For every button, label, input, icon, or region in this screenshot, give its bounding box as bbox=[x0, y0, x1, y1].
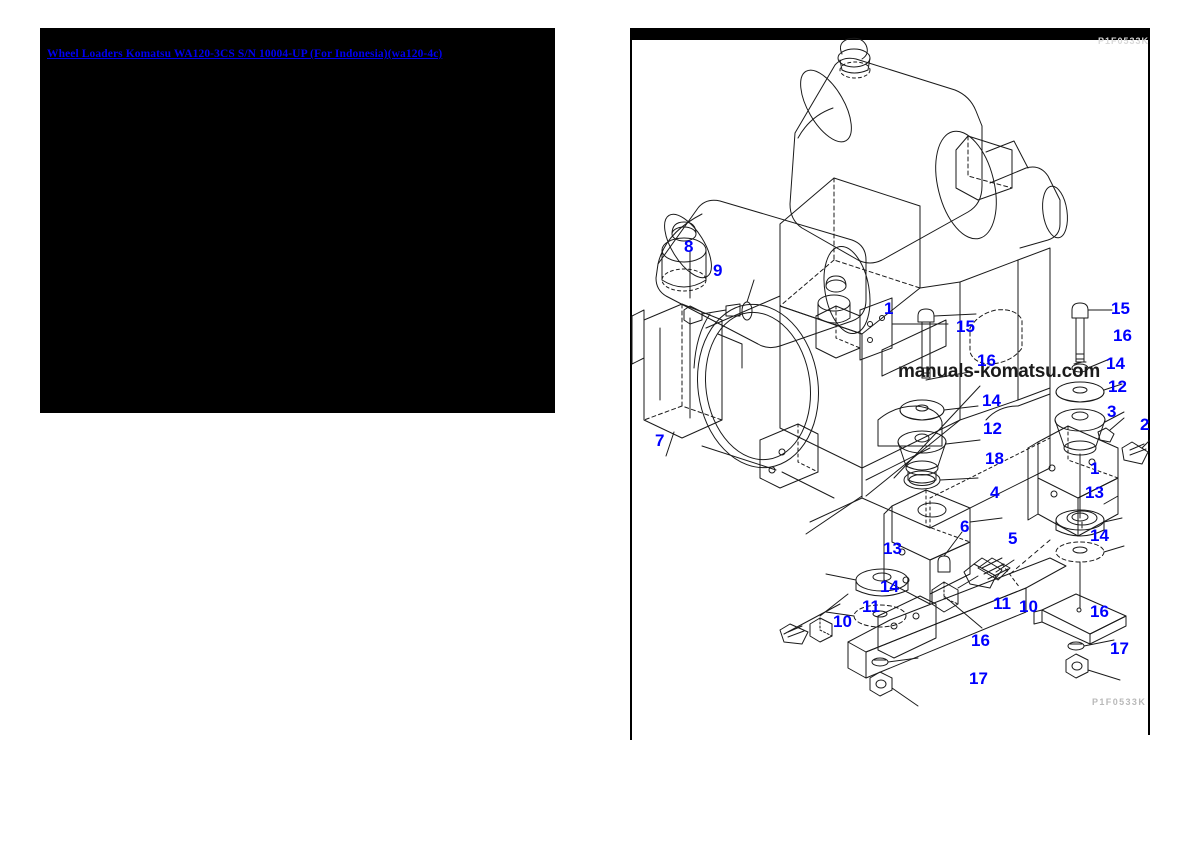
part-code-bottom: P1F0533K bbox=[1092, 697, 1147, 707]
callout-5-c5: 5 bbox=[1008, 529, 1018, 548]
callout-1-c1b: 1 bbox=[1090, 459, 1100, 478]
callout-10-c10b: 10 bbox=[1019, 597, 1038, 616]
callout-12-c12a: 12 bbox=[1108, 377, 1127, 396]
callout-14-c14b: 14 bbox=[982, 391, 1001, 410]
callout-11-c11a: 11 bbox=[862, 597, 880, 616]
callout-16-c16a: 16 bbox=[977, 351, 996, 370]
callout-17-c17a: 17 bbox=[969, 669, 988, 688]
diagram-left-border bbox=[630, 28, 632, 740]
callout-8-c8: 8 bbox=[684, 237, 694, 256]
callout-16-c16c: 16 bbox=[971, 631, 990, 650]
parts-diagram-panel: P1F0533K P1F0533K bbox=[630, 28, 1150, 740]
callout-15-c15b: 15 bbox=[1111, 299, 1130, 318]
page-code-top: P1F0533K bbox=[1098, 36, 1150, 46]
callout-15-c15a: 15 bbox=[956, 317, 975, 336]
callout-16-c16b: 16 bbox=[1113, 326, 1132, 345]
callout-14-c14a: 14 bbox=[1106, 354, 1125, 373]
callout-11-c11b: 11 bbox=[993, 594, 1011, 613]
callout-6-c6: 6 bbox=[960, 517, 970, 536]
diagram-top-bar bbox=[630, 28, 1150, 40]
callout-9-c9: 9 bbox=[713, 261, 723, 280]
callout-14-c14d: 14 bbox=[880, 577, 899, 596]
callout-7-c7: 7 bbox=[655, 431, 665, 450]
document-title-link[interactable]: Wheel Loaders Komatsu WA120-3CS S/N 1000… bbox=[47, 48, 443, 60]
callout-12-c12b: 12 bbox=[983, 419, 1002, 438]
site-watermark: manuals-komatsu.com bbox=[898, 361, 1101, 382]
callout-17-c17b: 17 bbox=[1110, 639, 1129, 658]
callout-2-c2: 2 bbox=[1140, 415, 1150, 434]
callout-14-c14c: 14 bbox=[1090, 526, 1109, 545]
callout-3-c3: 3 bbox=[1107, 402, 1117, 421]
callout-1-c1a: 1 bbox=[884, 299, 894, 318]
engine-mount-line-drawing bbox=[631, 37, 1150, 707]
diagram-right-border bbox=[1148, 28, 1150, 735]
callout-10-c10a: 10 bbox=[833, 612, 852, 631]
callout-16-c16d: 16 bbox=[1090, 602, 1109, 621]
callout-13-c13b: 13 bbox=[883, 539, 902, 558]
callout-18-c18: 18 bbox=[985, 449, 1004, 468]
callout-13-c13a: 13 bbox=[1085, 483, 1104, 502]
title-panel: Wheel Loaders Komatsu WA120-3CS S/N 1000… bbox=[40, 28, 555, 413]
callout-4-c4: 4 bbox=[990, 483, 1000, 502]
